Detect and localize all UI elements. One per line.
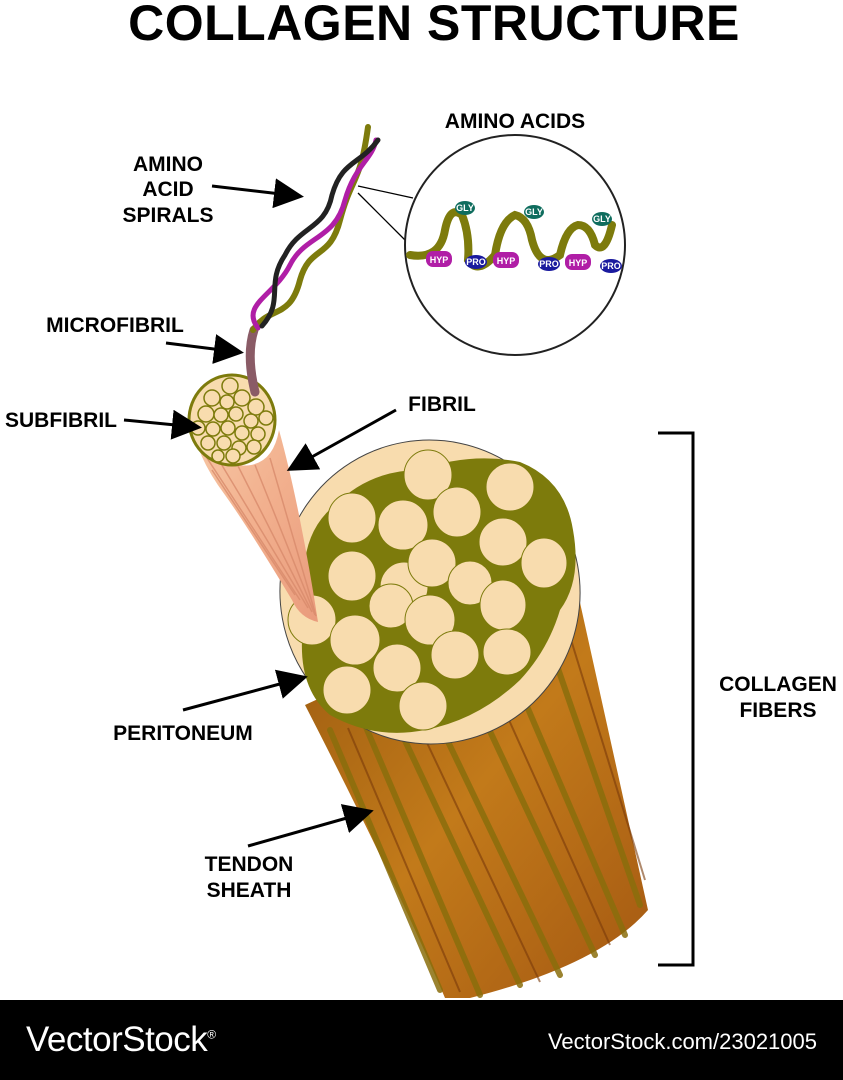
label-tendon-sheath-line-1: TENDON — [205, 853, 294, 876]
reference-link[interactable]: VectorStock.com/23021005 — [547, 1029, 817, 1054]
collagen-fibers-bracket — [658, 431, 695, 967]
amino-acids-inset: GLY GLY GLY HYP HYP HYP PRO PRO PRO — [404, 134, 626, 356]
label-spirals-line-1: AMINO — [133, 153, 203, 176]
gly-badge: GLY GLY GLY — [455, 201, 612, 226]
svg-text:PRO: PRO — [466, 257, 486, 267]
collagen-diagram: COLLAGEN STRUCTURE — [5, 0, 837, 998]
pro-badge: PRO PRO PRO — [465, 255, 622, 273]
arrow-peritoneum — [182, 669, 308, 712]
label-microfibril: MICROFIBRIL — [46, 314, 184, 337]
label-collagen-fibers-line-2: FIBERS — [739, 699, 816, 722]
svg-text:GLY: GLY — [593, 214, 611, 224]
label-spirals-line-2: ACID — [142, 178, 193, 201]
label-collagen-fibers-line-1: COLLAGEN — [719, 673, 837, 696]
svg-text:HYP: HYP — [569, 258, 588, 268]
label-subfibril: SUBFIBRIL — [5, 409, 117, 432]
arrow-subfibril — [123, 409, 202, 440]
svg-text:HYP: HYP — [430, 255, 449, 265]
page-title: COLLAGEN STRUCTURE — [128, 0, 740, 51]
svg-text:PRO: PRO — [601, 261, 621, 271]
microfibril — [245, 325, 260, 397]
arrow-microfibril — [165, 334, 244, 364]
arrow-tendon-sheath — [247, 804, 374, 848]
label-spirals-line-3: SPIRALS — [122, 204, 213, 227]
arrow-spirals — [211, 178, 304, 209]
label-tendon-sheath-line-2: SHEATH — [207, 879, 292, 902]
svg-text:HYP: HYP — [497, 256, 516, 266]
brand-logo[interactable]: VectorStock® — [26, 1020, 216, 1059]
svg-text:GLY: GLY — [456, 203, 474, 213]
label-fibril: FIBRIL — [408, 393, 476, 416]
fibril — [187, 373, 318, 622]
arrow-fibril — [286, 408, 397, 471]
triple-helix — [250, 124, 381, 333]
watermark-footer: VectorStock® VectorStock.com/23021005 — [0, 1000, 843, 1080]
svg-text:GLY: GLY — [525, 207, 543, 217]
label-amino-acids: AMINO ACIDS — [445, 110, 585, 133]
fiber-cross-section — [279, 439, 581, 745]
label-peritoneum: PERITONEUM — [113, 722, 253, 745]
svg-text:PRO: PRO — [539, 259, 559, 269]
hyp-badge: HYP HYP HYP — [426, 251, 591, 270]
